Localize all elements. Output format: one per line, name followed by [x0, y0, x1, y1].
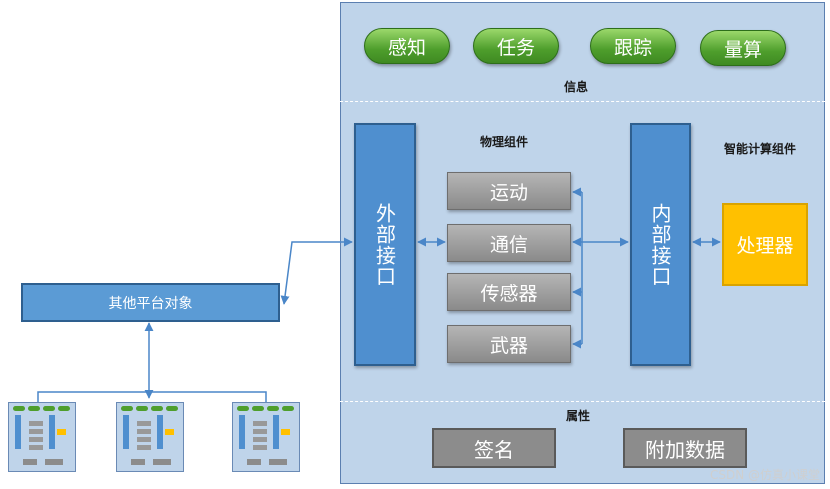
external-interface-label: 外部接口	[372, 202, 397, 287]
platform-thumbnail-3	[232, 402, 300, 472]
section-label-attributes: 属性	[565, 409, 590, 423]
internal-interface: 内部接口	[630, 123, 691, 366]
divider-bottom	[340, 401, 825, 402]
pill-tracking: 跟踪	[590, 28, 676, 64]
platform-thumbnail-1	[8, 402, 76, 472]
pill-task: 任务	[473, 28, 559, 64]
external-interface: 外部接口	[354, 123, 416, 366]
section-label-intelligent: 智能计算组件	[723, 142, 796, 156]
internal-interface-label: 内部接口	[648, 202, 672, 287]
pill-measurement: 量算	[700, 30, 786, 66]
component-weapon: 武器	[447, 325, 571, 363]
watermark: CSDN @仿真小课堂	[709, 468, 820, 482]
component-sensor: 传感器	[447, 273, 571, 311]
attribute-additional-data: 附加数据	[623, 428, 747, 468]
platform-thumbnail-2	[116, 402, 184, 472]
component-communication: 通信	[447, 224, 571, 262]
other-platform-object: 其他平台对象	[21, 283, 280, 322]
section-label-physical: 物理组件	[479, 135, 528, 149]
component-motion: 运动	[447, 172, 571, 210]
connector-other-to-external	[280, 237, 353, 305]
divider-top	[340, 101, 825, 102]
processor: 处理器	[722, 203, 808, 286]
section-label-info: 信息	[563, 80, 588, 94]
attribute-signature: 签名	[432, 428, 556, 468]
pill-perception: 感知	[364, 28, 450, 64]
